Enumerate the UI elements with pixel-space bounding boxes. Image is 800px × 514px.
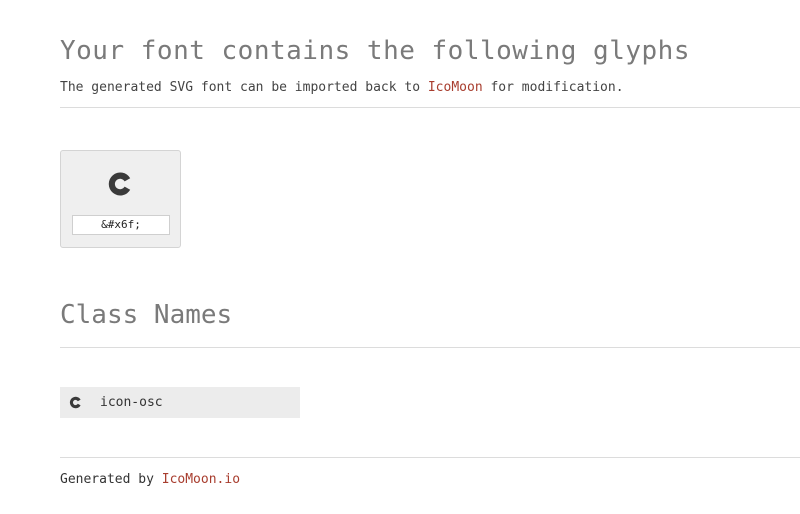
glyph-code-field[interactable] <box>72 215 170 235</box>
divider <box>60 457 800 458</box>
osc-c-icon <box>69 396 81 409</box>
class-name-label: icon-osc <box>100 395 163 410</box>
subtitle-suffix: for modification. <box>482 80 624 95</box>
footer-prefix: Generated by <box>60 472 162 487</box>
icomoon-io-link[interactable]: IcoMoon.io <box>161 472 241 487</box>
page-title: Your font contains the following glyphs <box>60 36 690 66</box>
footer: Generated by IcoMoon.io <box>60 471 240 489</box>
subtitle-prefix: The generated SVG font can be imported b… <box>60 80 428 95</box>
osc-c-icon <box>108 172 131 196</box>
icomoon-link[interactable]: IcoMoon <box>427 80 483 95</box>
divider <box>60 347 800 348</box>
class-names-title: Class Names <box>60 300 233 330</box>
page-subtitle: The generated SVG font can be imported b… <box>60 79 624 97</box>
class-name-item: icon-osc <box>60 387 300 418</box>
glyph-card <box>60 150 181 248</box>
divider <box>60 107 800 108</box>
